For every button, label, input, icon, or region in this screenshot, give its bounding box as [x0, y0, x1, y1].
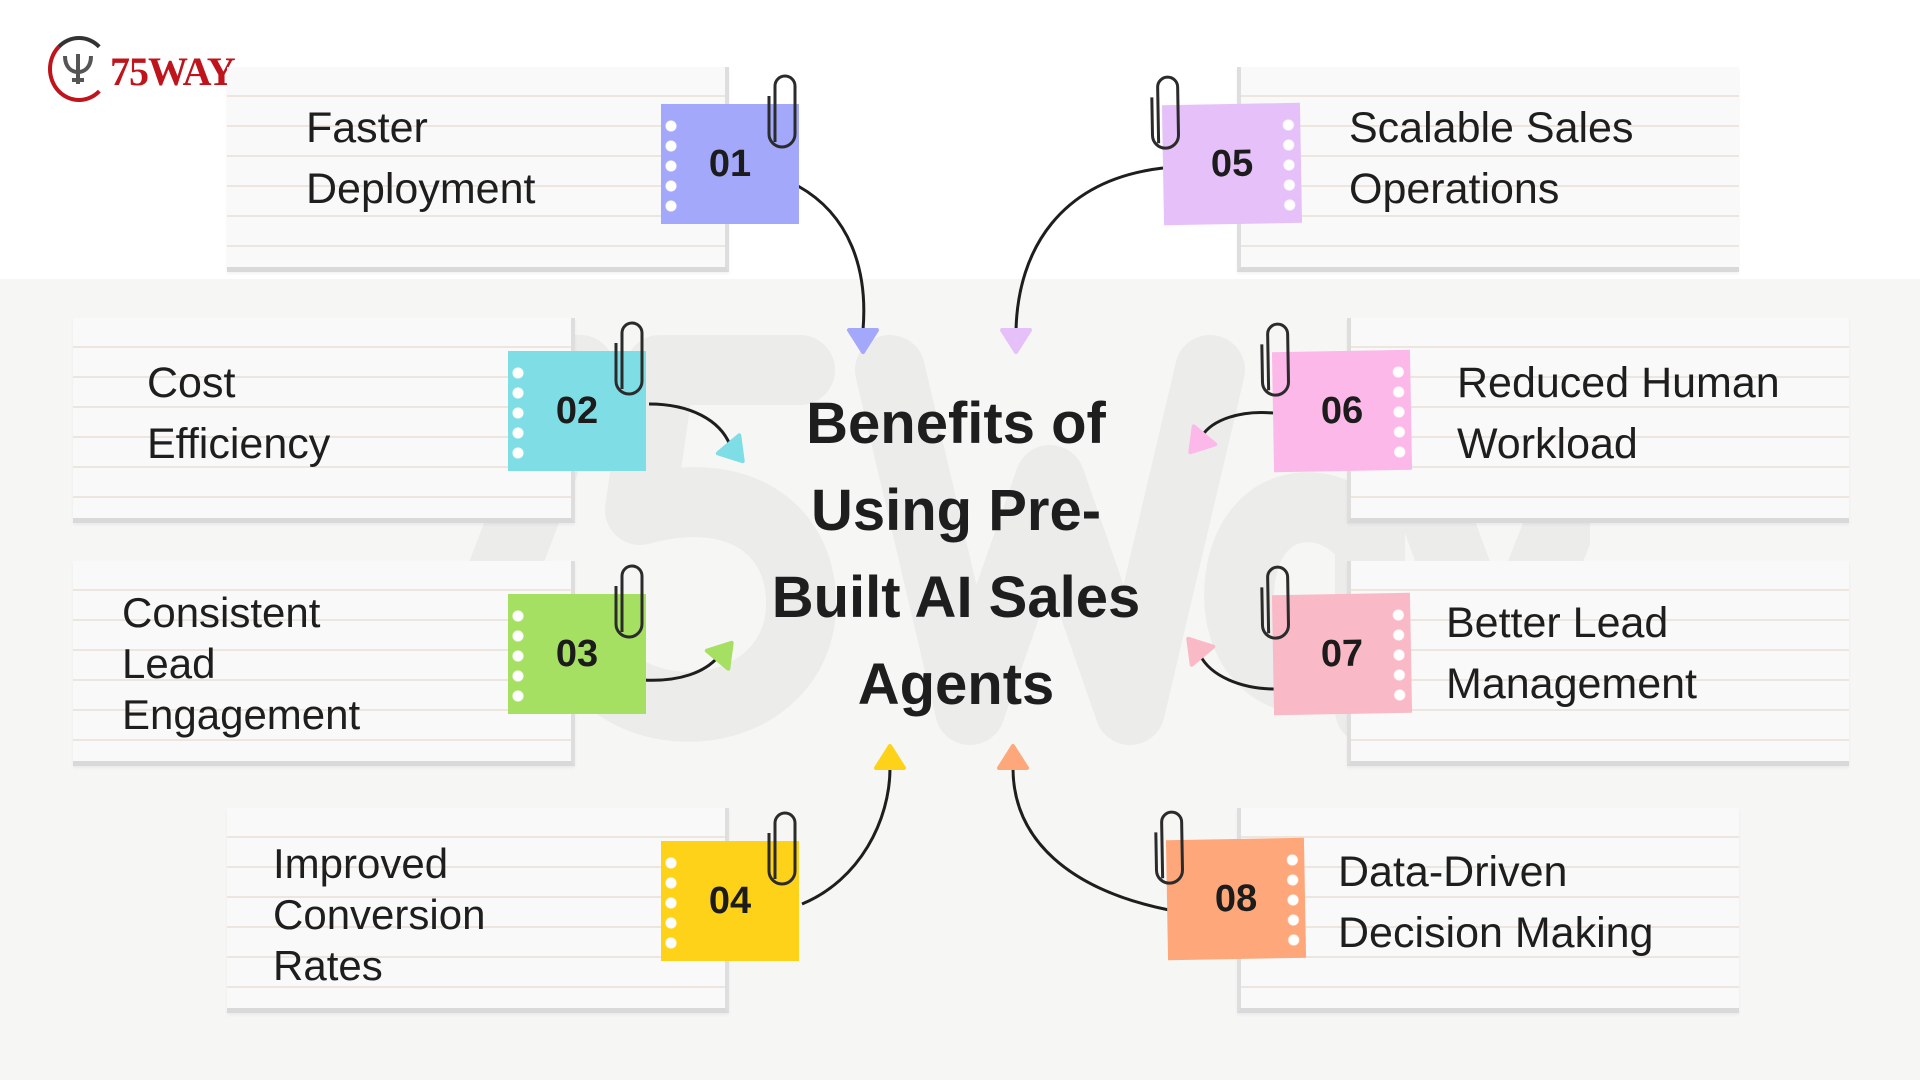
- connector-line-03: [642, 655, 720, 682]
- arrowhead-icon: [1000, 328, 1032, 354]
- binder-holes: [1286, 849, 1300, 947]
- sticky-note-03: 03: [508, 564, 646, 714]
- arrowhead-icon: [1188, 424, 1218, 455]
- benefit-label-line: Management: [1446, 660, 1697, 708]
- binder-holes: [665, 853, 677, 949]
- sticky-note-02: 02: [508, 321, 646, 471]
- arrowhead-icon: [874, 744, 906, 770]
- sticky-note-06: 06: [1260, 322, 1413, 473]
- benefit-card-07: [1347, 561, 1849, 766]
- title-line: Using Pre-: [810, 478, 1102, 543]
- binder-holes: [512, 363, 524, 459]
- benefit-label-line: Conversion: [273, 891, 486, 938]
- connector-line-01: [797, 184, 866, 331]
- benefit-label-line: Engagement: [122, 691, 361, 738]
- logo-ring-icon: [48, 36, 110, 102]
- page-title: Benefits of Using Pre- Built AI Sales Ag…: [666, 380, 1246, 728]
- arrowhead-icon: [715, 433, 745, 464]
- benefit-card-01: [227, 67, 729, 272]
- benefit-card-03: [73, 561, 575, 766]
- benefit-label-line: Cost: [147, 359, 236, 407]
- arrowhead-icon: [704, 640, 734, 671]
- binder-holes: [1282, 114, 1296, 212]
- benefit-label-line: Reduced Human: [1457, 359, 1780, 407]
- benefit-label-line: Operations: [1349, 165, 1560, 213]
- benefit-number: 08: [1214, 877, 1258, 920]
- binder-holes: [512, 606, 524, 702]
- benefit-label-line: Better Lead: [1446, 599, 1669, 647]
- paperclip-icon: [767, 74, 797, 149]
- benefit-label-line: Faster: [306, 104, 428, 152]
- benefit-number: 02: [555, 389, 599, 432]
- paperclip-icon: [1150, 75, 1180, 150]
- arrowhead-icon: [847, 328, 879, 354]
- benefit-card-05: [1237, 67, 1739, 272]
- binder-holes: [1392, 604, 1406, 702]
- arrowhead-icon: [997, 744, 1029, 770]
- benefit-card-06: [1347, 318, 1849, 523]
- benefit-label-line: Workload: [1457, 420, 1638, 468]
- benefit-label-line: Rates: [273, 942, 383, 989]
- benefit-card-08: [1237, 808, 1739, 1013]
- benefit-number: 07: [1320, 632, 1364, 675]
- connector-line-05: [1014, 166, 1164, 331]
- benefit-label-line: Decision Making: [1338, 909, 1654, 957]
- arrowhead-icon: [1186, 636, 1216, 667]
- connector-line-08: [1011, 767, 1170, 912]
- connector-line-06: [1200, 410, 1274, 437]
- sticky-note-08: 08: [1154, 810, 1307, 961]
- paperclip-icon: [614, 321, 644, 396]
- benefit-label-line: Scalable Sales: [1349, 104, 1634, 152]
- benefit-label-line: Efficiency: [147, 420, 331, 468]
- benefit-label-line: Data-Driven: [1338, 848, 1568, 896]
- benefit-label-line: Consistent: [122, 589, 321, 636]
- sticky-note-05: 05: [1150, 75, 1303, 226]
- paperclip-icon: [1154, 810, 1184, 885]
- paperclip-icon: [767, 811, 797, 886]
- benefit-label-line: Improved: [273, 840, 449, 887]
- benefit-card-02: [73, 318, 575, 523]
- title-line: Agents: [857, 652, 1055, 717]
- benefit-label-line: Deployment: [306, 165, 536, 213]
- binder-holes: [1392, 361, 1406, 459]
- benefit-number: 03: [555, 632, 599, 675]
- paperclip-icon: [1260, 565, 1290, 640]
- sticky-note-01: 01: [661, 74, 799, 224]
- paperclip-icon: [614, 564, 644, 639]
- binder-holes: [665, 116, 677, 212]
- benefit-number: 05: [1210, 142, 1254, 185]
- title-line: Benefits of: [806, 391, 1106, 456]
- benefit-label-line: Lead: [122, 640, 216, 687]
- logo: 75WAY: [48, 36, 248, 106]
- benefit-card-04: [227, 808, 729, 1013]
- benefit-number: 06: [1320, 389, 1364, 432]
- benefit-number: 01: [708, 142, 752, 185]
- connector-line-02: [648, 402, 732, 446]
- paperclip-icon: [1260, 322, 1290, 397]
- connector-line-04: [801, 767, 892, 906]
- logo-text: 75WAY: [110, 49, 236, 94]
- connector-line-07: [1198, 654, 1281, 691]
- title-line: Built AI Sales: [771, 565, 1141, 630]
- sticky-note-07: 07: [1260, 565, 1413, 716]
- logo-trident-icon: [63, 54, 93, 84]
- sticky-note-04: 04: [661, 811, 799, 961]
- benefit-number: 04: [708, 879, 752, 922]
